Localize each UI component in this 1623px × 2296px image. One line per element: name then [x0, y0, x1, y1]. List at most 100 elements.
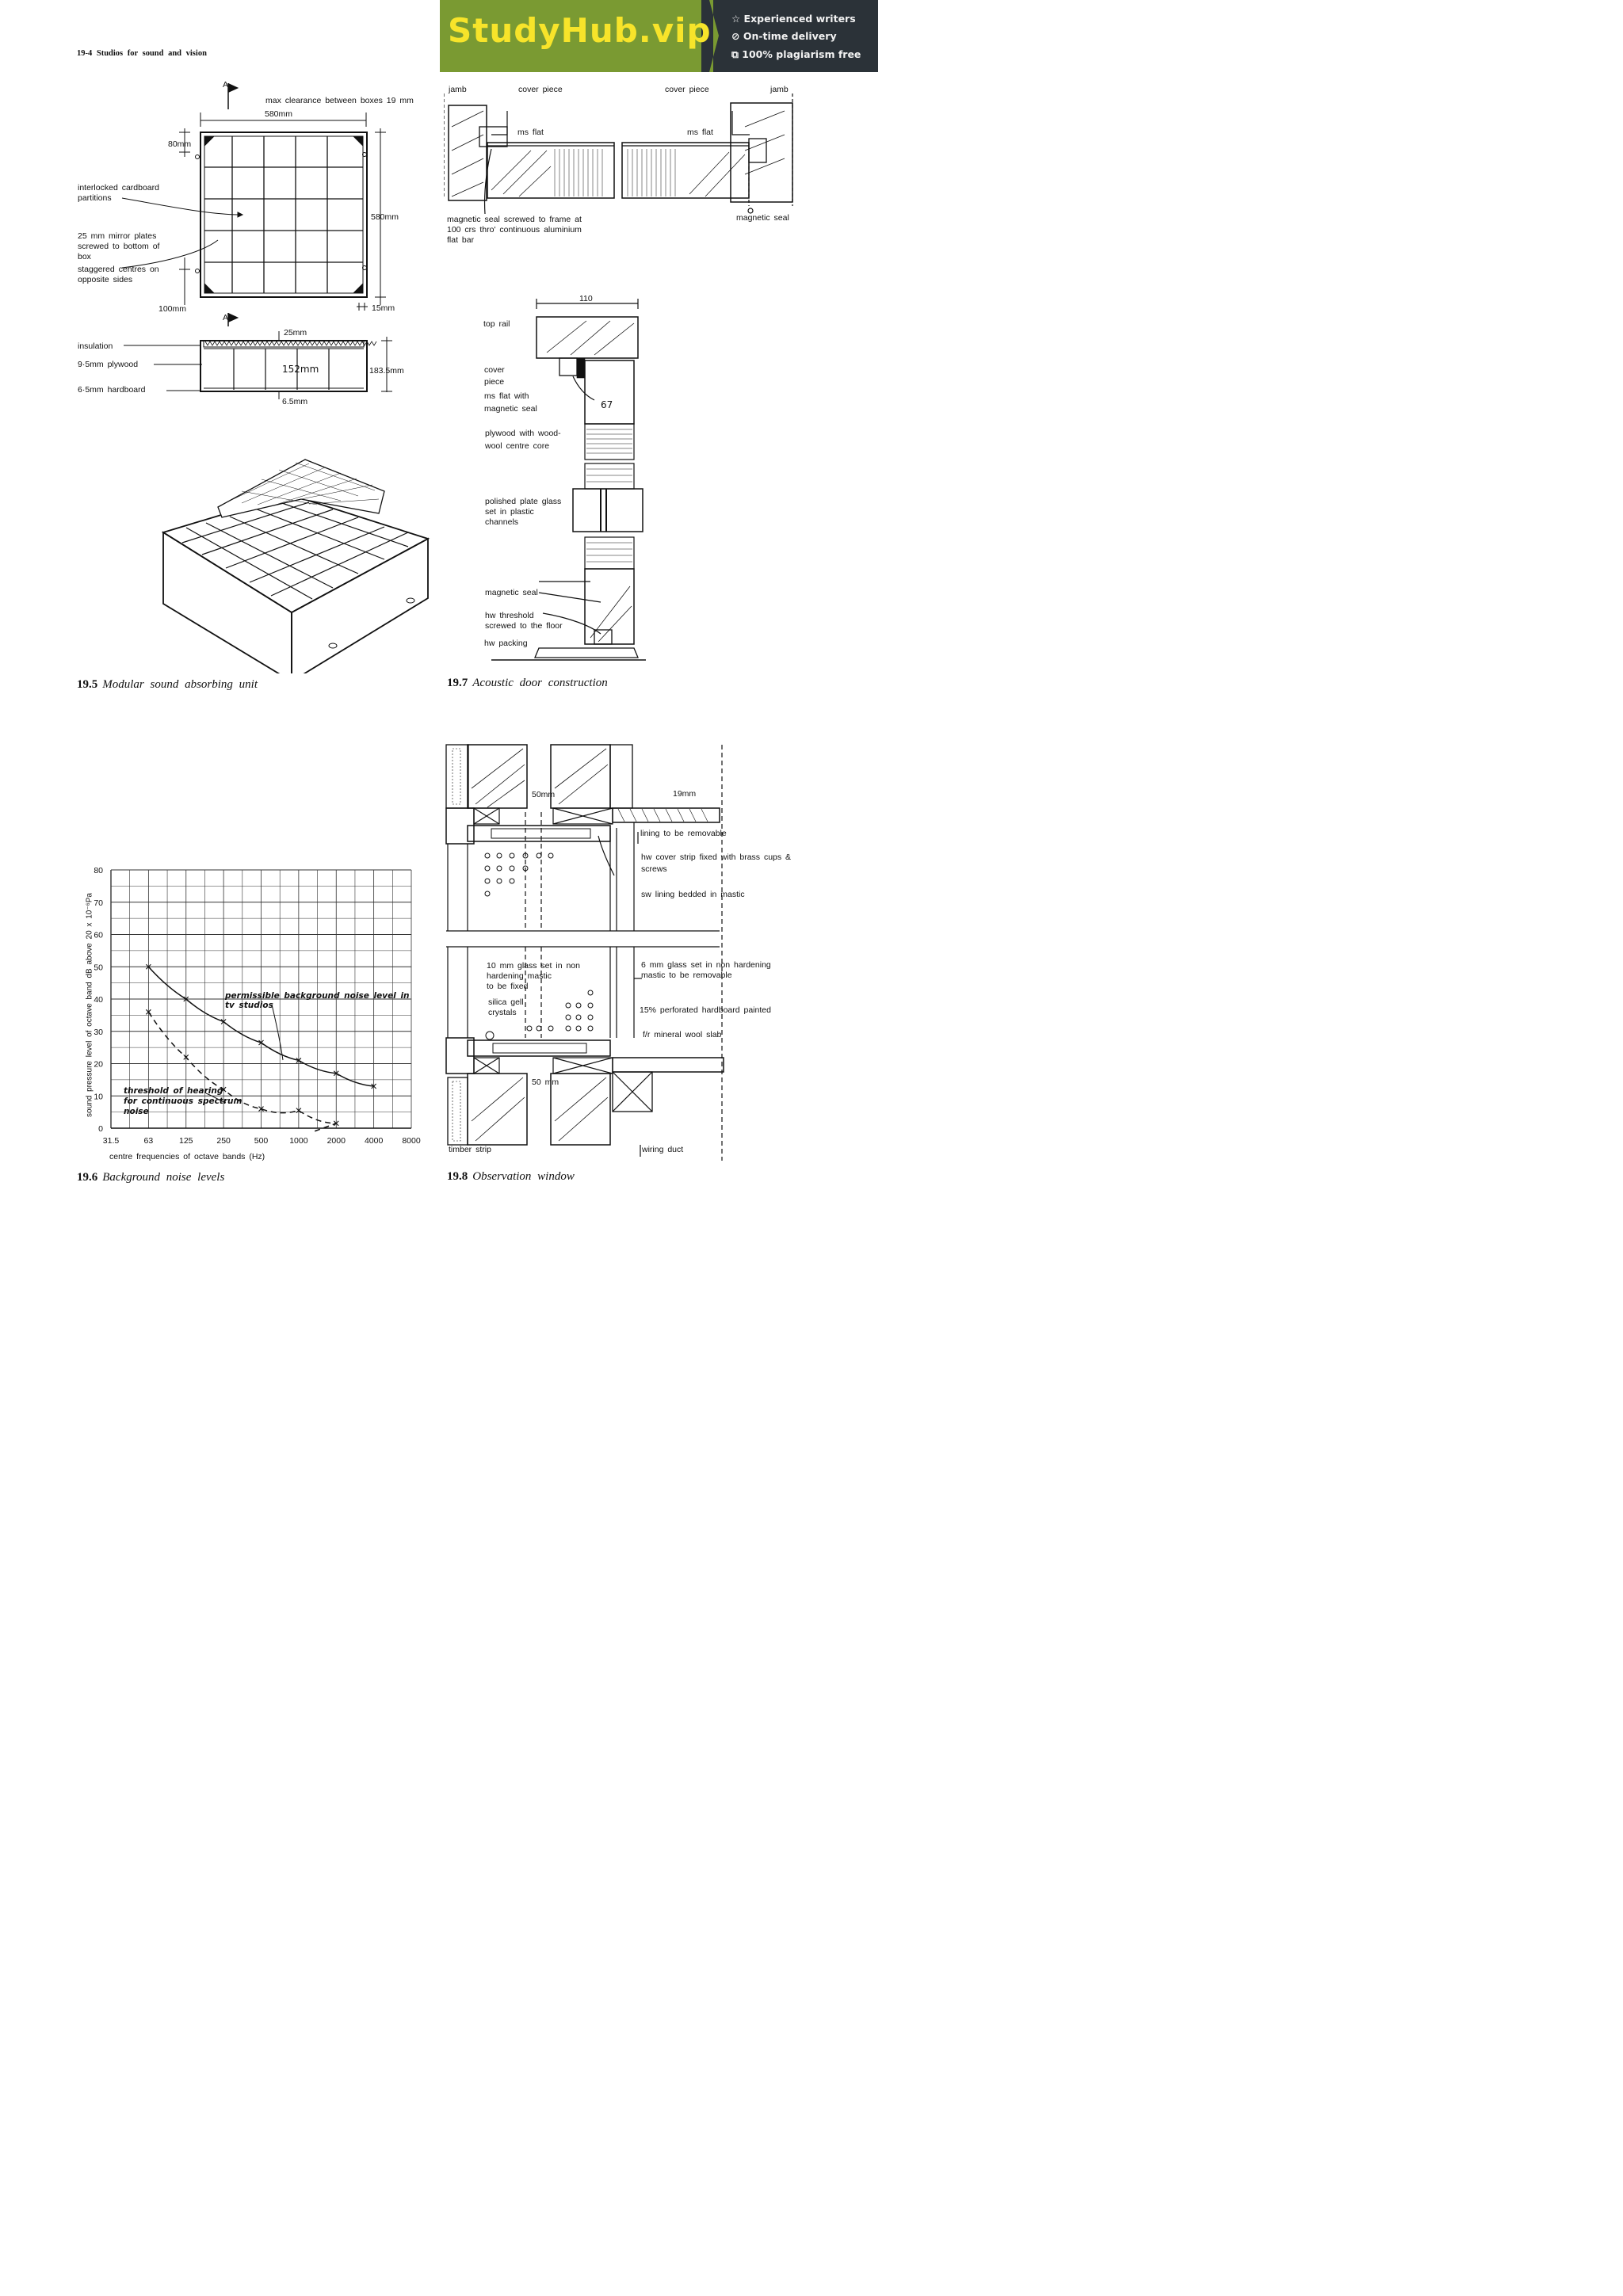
- ad-banner[interactable]: StudyHub.vip ☆ Experienced writers ⊘ On-…: [440, 0, 878, 72]
- x-tick-label: 500: [254, 1136, 269, 1146]
- y-tick-label: 30: [94, 1028, 103, 1037]
- y-tick-label: 80: [94, 866, 103, 875]
- section-mark-bottom: A: [223, 313, 229, 322]
- x-tick-label: 63: [144, 1136, 154, 1146]
- series-line-threshold: [147, 1011, 337, 1132]
- data-point: [183, 1054, 189, 1060]
- label-glass-10mm: 10 mm glass set in non hardening mastic …: [487, 961, 580, 991]
- label-ms-flat-left: ms flat: [517, 128, 544, 137]
- x-tick-label: 8000: [402, 1136, 421, 1146]
- dim-580-height: 580mm: [371, 212, 399, 222]
- dim-80: 80mm: [168, 139, 192, 149]
- dim-6-5: 6.5mm: [282, 397, 308, 406]
- label-cover-piece: cover piece: [484, 365, 505, 387]
- fig195-drawing: [121, 83, 430, 673]
- label-silica: silica gell crystals: [488, 997, 524, 1017]
- dim-15: 15mm: [372, 303, 395, 313]
- label-cardboard: interlocked cardboard partitions: [78, 183, 159, 203]
- label-plywood-core: plywood with wood- wool centre core: [485, 429, 561, 451]
- x-tick-label: 1000: [289, 1136, 308, 1146]
- feature-delivery: ⊘ On-time delivery: [731, 30, 837, 42]
- data-point: [258, 1039, 264, 1046]
- dim-67: 67: [601, 399, 613, 410]
- label-mineral-wool: f/r mineral wool slab: [643, 1030, 722, 1039]
- data-point: [296, 1108, 302, 1113]
- y-tick-label: 70: [94, 898, 103, 908]
- label-staggered: staggered centres on opposite sides: [78, 265, 159, 284]
- feature-experienced: ☆ Experienced writers: [731, 13, 856, 25]
- label-hardboard: 6·5mm hardboard: [78, 385, 146, 395]
- x-tick-label: 250: [216, 1136, 231, 1146]
- label-insulation: insulation: [78, 341, 113, 351]
- dim-50-bottom: 50 mm: [532, 1077, 559, 1087]
- dim-50-top: 50mm: [532, 790, 556, 799]
- label-cover-piece-right: cover piece: [665, 85, 709, 94]
- y-tick-label: 40: [94, 995, 103, 1005]
- label-sw-lining: sw lining bedded in mastic: [641, 890, 745, 899]
- dim-152: 152mm: [282, 364, 319, 375]
- data-point: [258, 1106, 264, 1112]
- fig197-drawing: [444, 93, 793, 661]
- data-point: [333, 1070, 339, 1077]
- dim-100: 100mm: [158, 304, 187, 314]
- label-jamb-left: jamb: [449, 85, 467, 94]
- label-glass-6mm: 6 mm glass set in non hardening mastic t…: [641, 960, 771, 980]
- feature-plagiarism: ⧉ 100% plagiarism free: [731, 48, 861, 60]
- dim-25: 25mm: [284, 328, 307, 338]
- data-point: [371, 1083, 377, 1089]
- data-point: [220, 1086, 227, 1093]
- running-head: 19-4 Studios for sound and vision: [77, 49, 207, 58]
- x-tick-label: 4000: [365, 1136, 384, 1146]
- label-max-clearance: max clearance between boxes 19 mm: [265, 96, 414, 105]
- x-tick-label: 2000: [327, 1136, 346, 1146]
- chart-x-axis-label: centre frequencies of octave bands (Hz): [109, 1152, 265, 1161]
- y-tick-label: 50: [94, 963, 103, 972]
- section-mark-top: A: [223, 80, 229, 90]
- fig196-chart: 0 10 20 30 40 50 60 70 80 31.5 63 125 250 500 1000 2000…: [94, 866, 421, 1146]
- x-tick-label: 125: [179, 1136, 193, 1146]
- label-magseal-bottom: magnetic seal: [485, 588, 538, 597]
- y-tick-label: 0: [98, 1124, 103, 1134]
- label-ms-flat-right: ms flat: [687, 128, 713, 137]
- label-glass-channels: polished plate glass set in plastic chan…: [485, 497, 562, 527]
- banner-brand-panel: [440, 0, 713, 72]
- data-point: [145, 963, 151, 970]
- label-magseal-right: magnetic seal: [736, 213, 789, 223]
- label-cover-strip: hw cover strip fixed with brass cups & s…: [641, 852, 792, 874]
- data-point: [333, 1120, 339, 1127]
- y-tick-label: 60: [94, 931, 103, 940]
- annotation-leader: [271, 1004, 284, 1061]
- dim-183: 183.5mm: [369, 366, 404, 376]
- label-timber-strip: timber strip: [449, 1145, 491, 1154]
- data-point: [145, 1009, 151, 1015]
- data-point: [296, 1058, 302, 1063]
- data-point: [183, 996, 189, 1002]
- banner-feature-panel: [701, 0, 878, 72]
- brand-logo[interactable]: StudyHub.vip: [448, 11, 712, 50]
- label-cover-piece-left: cover piece: [518, 85, 563, 94]
- label-packing: hw packing: [484, 639, 528, 648]
- y-tick-label: 20: [94, 1060, 103, 1070]
- label-mirror: 25 mm mirror plates screwed to bottom of…: [78, 231, 160, 261]
- fig198-drawing: [445, 744, 724, 1161]
- label-ms-flat-magseal: ms flat with magnetic seal: [484, 391, 537, 414]
- banner-arrow: [709, 0, 719, 72]
- dim-110: 110: [579, 294, 593, 303]
- label-threshold: hw threshold screwed to the floor: [485, 611, 563, 631]
- label-jamb-right: jamb: [770, 85, 789, 94]
- label-perforated: 15% perforated hardboard painted: [640, 1005, 771, 1015]
- data-point: [220, 1019, 227, 1024]
- y-tick-label: 10: [94, 1092, 103, 1101]
- x-tick-label: 31.5: [103, 1136, 120, 1146]
- label-lining-removable: lining to be removable: [640, 829, 727, 838]
- chart-y-axis-label: sound pressure level of octave band dB a…: [85, 893, 94, 1117]
- label-plywood: 9·5mm plywood: [78, 360, 139, 369]
- label-magseal-frame: magnetic seal screwed to frame at 100 cr…: [447, 215, 582, 245]
- label-top-rail: top rail: [483, 319, 510, 329]
